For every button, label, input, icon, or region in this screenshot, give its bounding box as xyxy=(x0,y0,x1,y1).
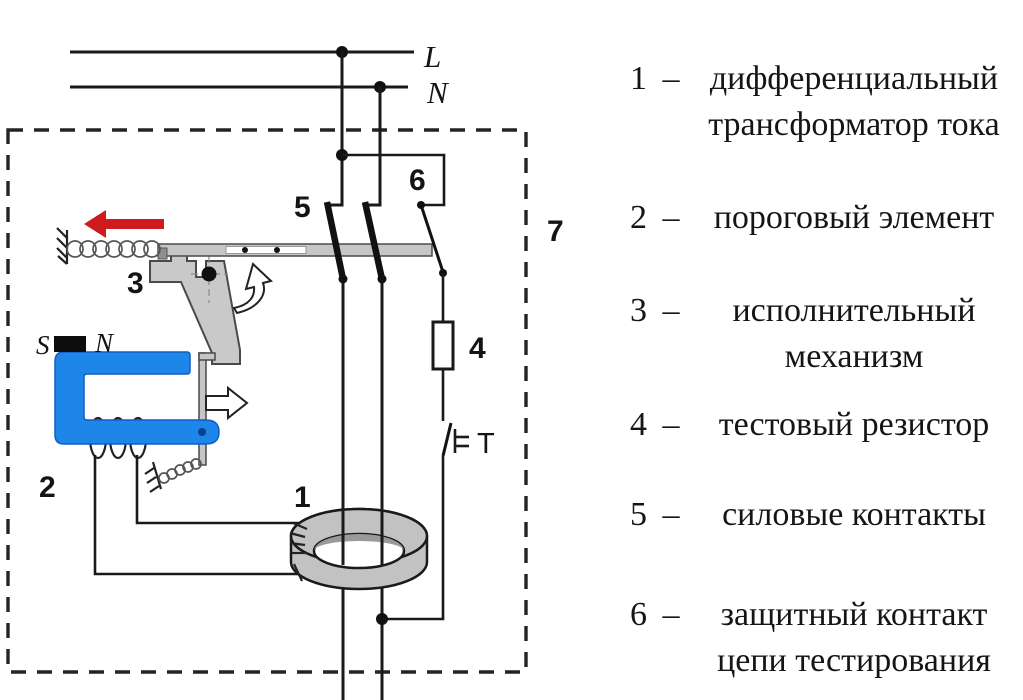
armature-rivet xyxy=(198,428,206,436)
test-button-blade xyxy=(441,422,453,457)
threshold-element-core xyxy=(54,351,220,445)
armature-plate xyxy=(198,352,207,466)
legend-num: 2 xyxy=(630,199,647,236)
wire-N-drop xyxy=(365,87,382,207)
device-enclosure-dashed-box xyxy=(6,128,528,674)
label-part2: 2 xyxy=(39,471,56,504)
armature-release-arrow xyxy=(205,385,249,421)
power-contact-blade-L xyxy=(323,201,347,280)
test-contact-blade xyxy=(419,204,445,273)
wire-test-return xyxy=(382,456,445,621)
armature-spring xyxy=(158,458,202,484)
legend-dash: – xyxy=(662,199,680,236)
label-part5: 5 xyxy=(294,191,311,224)
magnet-pole-s-label: S xyxy=(36,330,50,360)
armature-top-flange xyxy=(198,352,216,361)
legend-item-3: 3 – исполнительный механизм xyxy=(630,288,1022,380)
legend-num: 5 xyxy=(630,496,647,533)
legend-num: 6 xyxy=(630,596,647,633)
legend-num: 3 xyxy=(630,292,647,329)
test-button-actuator xyxy=(453,429,469,453)
label-line-L: L xyxy=(423,39,441,74)
legend-text: силовые контакты xyxy=(722,496,986,533)
legend-item-2: 2 – пороговый элемент xyxy=(630,195,1022,241)
legend-text: дифференциальный трансформатор тока xyxy=(708,60,1000,143)
junction-dot-test-return xyxy=(376,613,388,625)
label-part3: 3 xyxy=(127,267,144,300)
legend-text: исполнительный механизм xyxy=(732,292,976,375)
wall-hatch-3 xyxy=(56,247,68,259)
legend-item-5: 5 – силовые контакты xyxy=(630,492,1022,538)
permanent-magnet xyxy=(54,336,86,352)
label-test-button: T xyxy=(477,428,495,460)
lever-pivot xyxy=(201,266,217,282)
anchor-hatch-1 xyxy=(144,467,155,475)
legend-dash: – xyxy=(662,596,680,633)
legend-dash: – xyxy=(662,292,680,329)
legend-item-4: 4 – тестовый резистор xyxy=(630,402,1022,448)
legend-num: 1 xyxy=(630,60,647,97)
wall-hatch-4 xyxy=(57,255,68,265)
power-contact-blade-N xyxy=(361,201,386,280)
latch-bar-rivet-2 xyxy=(274,247,280,253)
legend-dash: – xyxy=(662,406,680,443)
legend-text: пороговый элемент xyxy=(713,199,995,236)
differential-transformer-toroid xyxy=(289,507,429,591)
lever-rotation-arrow xyxy=(232,262,274,315)
magnet-pole-n-label: N xyxy=(94,328,115,358)
wire-test-branch-top xyxy=(342,153,446,207)
legend-dash: – xyxy=(662,60,680,97)
label-line-N: N xyxy=(426,75,450,110)
legend-item-1: 1 – дифференциальный трансформатор тока xyxy=(630,56,1022,148)
label-part4: 4 xyxy=(469,332,486,365)
wall-hatch-2 xyxy=(56,237,68,249)
legend-item-6: 6 – защитный контакт цепи тестирования xyxy=(630,592,1022,684)
label-part6: 6 xyxy=(409,164,426,197)
secondary-wire-upper xyxy=(135,455,299,525)
latch-bar-slot xyxy=(225,246,307,254)
latch-bar-rivet-1 xyxy=(242,247,248,253)
wall-hatch-1 xyxy=(56,227,68,239)
legend-text: защитный контакт цепи тестирования xyxy=(717,596,991,679)
wire-L-drop xyxy=(327,52,344,207)
blade-N-contact-dot xyxy=(377,274,387,284)
circuit-diagram: S N xyxy=(6,39,564,700)
secondary-wire-lower xyxy=(93,455,298,576)
label-part7: 7 xyxy=(547,215,564,248)
test-resistor xyxy=(431,320,455,371)
trip-lever xyxy=(149,250,241,365)
legend-dash: – xyxy=(662,496,680,533)
trip-direction-red-arrow xyxy=(84,210,164,238)
latch-spring xyxy=(66,240,161,258)
legend-text: тестовый резистор xyxy=(718,406,990,443)
blade-L-contact-dot xyxy=(338,274,348,284)
anchor-hatch-2 xyxy=(146,476,157,484)
label-part1: 1 xyxy=(294,481,311,514)
legend-num: 4 xyxy=(630,406,647,443)
armature-spring-anchor xyxy=(151,461,163,490)
anchor-hatch-3 xyxy=(149,485,160,493)
